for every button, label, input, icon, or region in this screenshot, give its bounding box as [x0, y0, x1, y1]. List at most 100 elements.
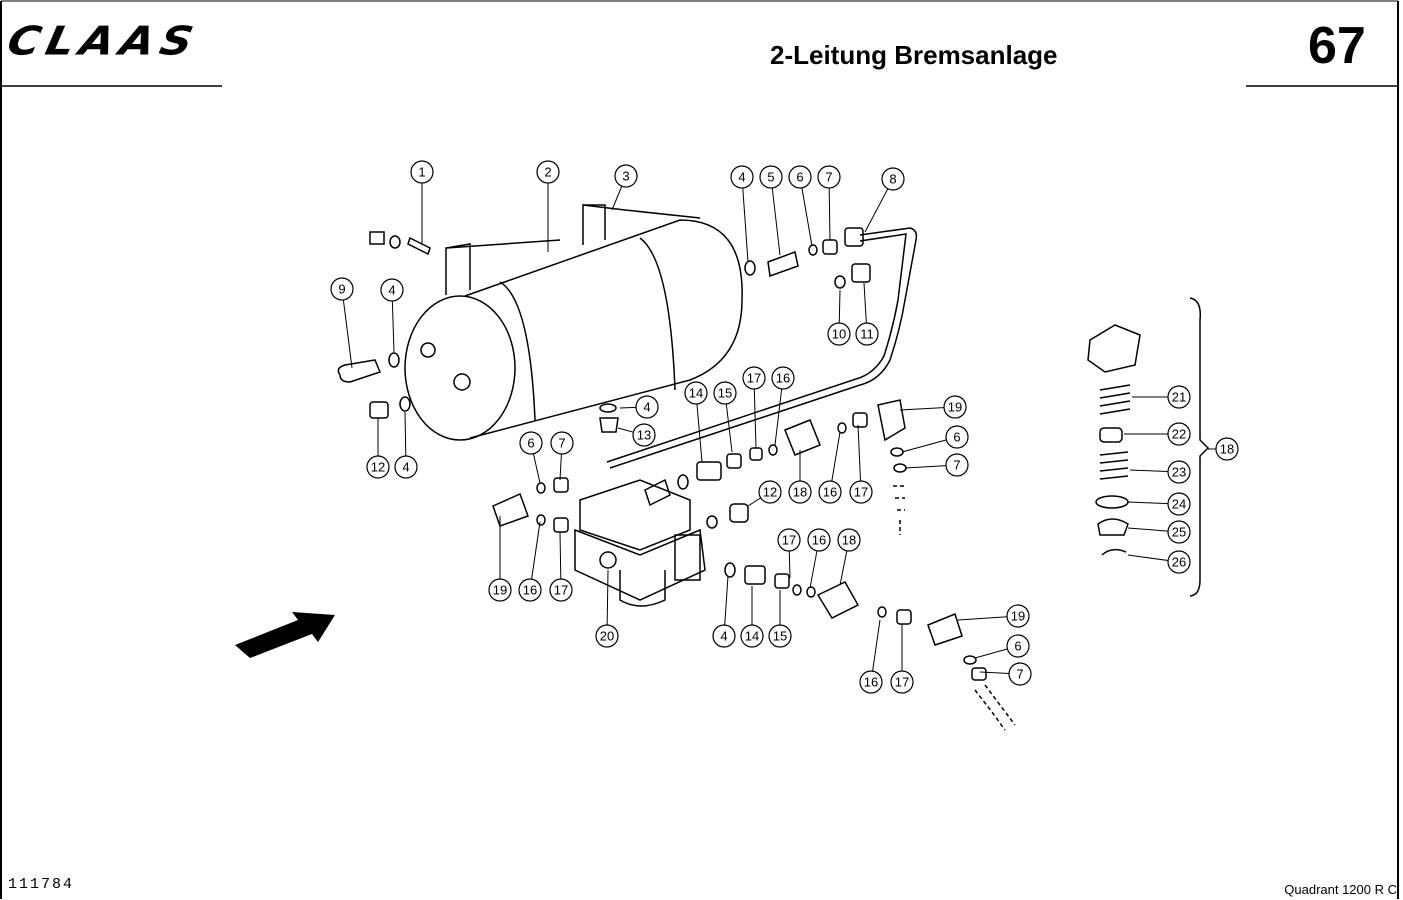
callout-18: 18 — [837, 528, 861, 586]
callout-label: 17 — [782, 533, 796, 548]
callout-circle — [817, 165, 841, 189]
callout-label: 1 — [418, 165, 425, 180]
callout-6: 6 — [519, 431, 543, 484]
callout-circle — [788, 165, 812, 189]
callout-4: 4 — [619, 395, 659, 419]
callout-8: 8 — [864, 167, 905, 233]
callout-20: 20 — [595, 569, 619, 648]
callout-9: 9 — [330, 277, 354, 369]
callout-10: 10 — [827, 289, 851, 346]
callout-circle — [740, 624, 764, 648]
callout-circle — [759, 165, 783, 189]
callout-circle — [742, 366, 766, 390]
callout-circle — [394, 455, 418, 479]
callout-circle — [1006, 604, 1030, 628]
callout-label: 24 — [1172, 497, 1186, 512]
callout-13: 13 — [617, 423, 656, 447]
callout-circle — [807, 528, 831, 552]
callout-label: 6 — [953, 430, 960, 445]
callout-4: 4 — [380, 278, 404, 353]
callout-label: 18 — [1220, 442, 1234, 457]
callout-circle — [410, 160, 434, 184]
callout-15: 15 — [713, 381, 737, 453]
callout-label: 8 — [889, 172, 896, 187]
callout-label: 4 — [738, 170, 745, 185]
callout-leader — [770, 176, 781, 256]
callout-label: 23 — [1172, 465, 1186, 480]
callout-circle — [1167, 492, 1191, 516]
brake-pipe — [606, 227, 918, 469]
callout-label: 4 — [402, 460, 409, 475]
callout-16: 16 — [807, 528, 831, 589]
callout-label: 25 — [1172, 525, 1186, 540]
page-number: 67 — [1308, 17, 1366, 75]
callout-circle — [519, 431, 543, 455]
callout-label: 13 — [637, 428, 651, 443]
model-label: Quadrant 1200 R C — [1284, 882, 1397, 897]
page-title: 2-Leitung Bremsanlage — [770, 40, 1058, 70]
callout-25: 25 — [1127, 520, 1191, 544]
fittings — [337, 227, 987, 681]
callout-2: 2 — [536, 160, 560, 252]
callout-4: 4 — [730, 165, 754, 263]
callout-17: 17 — [549, 531, 573, 602]
callout-label: 6 — [796, 170, 803, 185]
callout-label: 26 — [1172, 555, 1186, 570]
callout-circle — [635, 395, 659, 419]
callout-circle — [632, 423, 656, 447]
callout-17: 17 — [890, 624, 914, 694]
callout-label: 16 — [823, 485, 837, 500]
callout-19: 19 — [899, 395, 967, 419]
callout-leader — [753, 377, 757, 449]
callout-circle — [366, 455, 390, 479]
callout-circle — [837, 528, 861, 552]
callout-4: 4 — [712, 575, 736, 648]
callout-12: 12 — [366, 418, 390, 479]
callout-circle — [550, 431, 574, 455]
callout-label: 17 — [854, 485, 868, 500]
callout-17: 17 — [849, 424, 873, 504]
callout-7: 7 — [550, 431, 574, 481]
callout-label: 16 — [864, 675, 878, 690]
callout-16: 16 — [518, 521, 542, 602]
callout-label: 20 — [600, 629, 614, 644]
air-tank — [404, 219, 743, 441]
callout-19: 19 — [488, 516, 512, 602]
callout-label: 7 — [1016, 667, 1023, 682]
callout-circle — [713, 381, 737, 405]
callout-22: 22 — [1124, 422, 1191, 446]
callout-21: 21 — [1132, 385, 1191, 409]
callout-circle — [849, 480, 873, 504]
callout-7: 7 — [817, 165, 841, 241]
callout-circle — [1215, 437, 1239, 461]
document-number: 111784 — [8, 876, 75, 893]
callout-label: 9 — [338, 282, 345, 297]
callout-circle — [730, 165, 754, 189]
callout-26: 26 — [1127, 550, 1191, 574]
callout-19: 19 — [957, 604, 1030, 628]
callout-14: 14 — [740, 586, 764, 648]
spring-assembly — [1087, 324, 1141, 556]
callout-label: 7 — [953, 458, 960, 473]
callout-circle — [1167, 385, 1191, 409]
callout-label: 3 — [622, 169, 629, 184]
callout-circle — [788, 480, 812, 504]
callout-label: 12 — [763, 485, 777, 500]
hose-continuation — [893, 485, 905, 535]
callout-label: 18 — [793, 485, 807, 500]
callout-leader — [741, 176, 749, 263]
callout-circle — [818, 480, 842, 504]
brake-valve — [574, 478, 706, 607]
callout-label: 5 — [767, 170, 774, 185]
callout-3: 3 — [611, 164, 638, 211]
callout-circle — [771, 366, 795, 390]
callout-label: 15 — [773, 629, 787, 644]
callout-label: 16 — [523, 583, 537, 598]
assembly-bracket — [1189, 297, 1210, 597]
callout-17: 17 — [777, 528, 801, 579]
callout-circle — [943, 395, 967, 419]
callout-23: 23 — [1129, 460, 1191, 484]
callout-circle — [1167, 550, 1191, 574]
callout-circle — [595, 624, 619, 648]
